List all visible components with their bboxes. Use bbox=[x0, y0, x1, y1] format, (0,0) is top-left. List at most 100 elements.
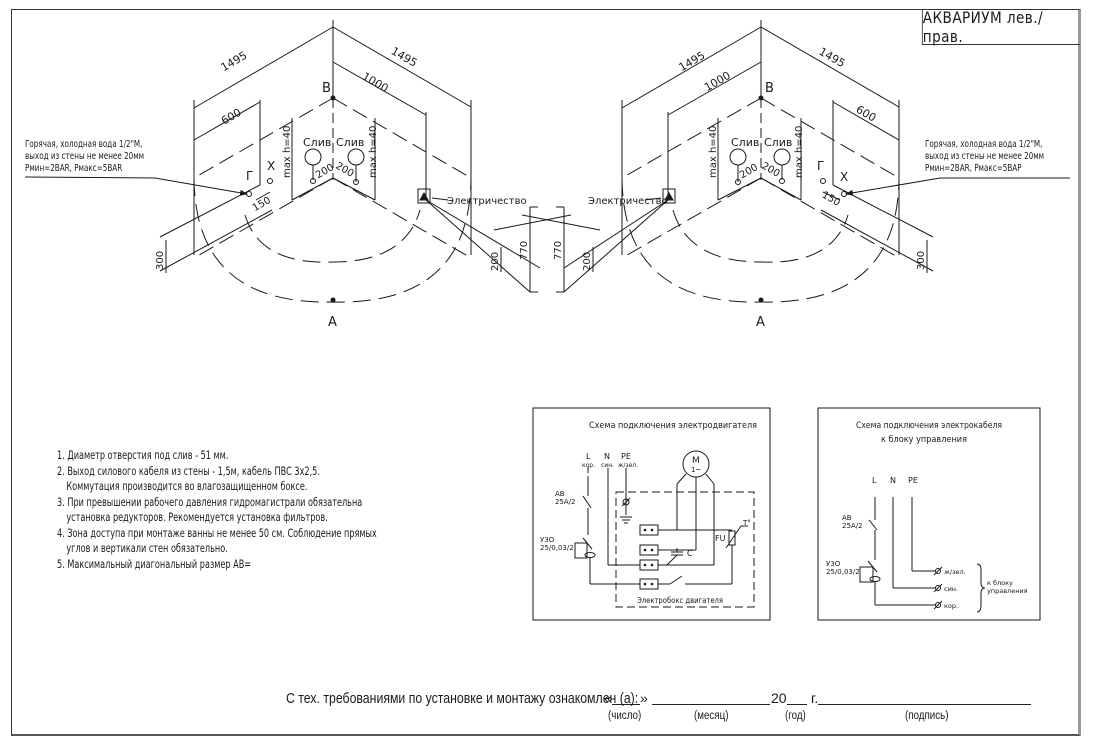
r-dim-wall-b: 1495 bbox=[817, 45, 848, 70]
caption-day: (число) bbox=[608, 710, 642, 722]
wire-pe: ж/зел. bbox=[944, 568, 966, 576]
elec-height: 200 bbox=[490, 252, 501, 271]
cable-PE: PE bbox=[908, 476, 918, 485]
right-iso-view bbox=[521, 20, 1070, 303]
wire-l: кор. bbox=[944, 602, 958, 610]
notes-list: 1. Диаметр отверстия под слив - 51 мм. 2… bbox=[57, 448, 377, 572]
left-iso-view bbox=[24, 20, 572, 303]
r-dim-inner: 1000 bbox=[702, 69, 733, 94]
year-suffix: г. bbox=[811, 690, 819, 706]
note-4: 4. Зона доступа при монтаже ванны не мен… bbox=[57, 526, 377, 540]
day-line[interactable] bbox=[612, 704, 640, 705]
month-line[interactable] bbox=[652, 704, 770, 705]
motor-breaker-rating: 25А/2 bbox=[555, 498, 576, 506]
cable-scheme-title-1: Схема подключения электрокабеля bbox=[856, 421, 1002, 431]
r-elec-total: 770 bbox=[553, 241, 564, 260]
motor-scheme-title: Схема подключения электродвигателя bbox=[589, 421, 757, 431]
year-line[interactable] bbox=[787, 704, 807, 705]
cable-rcd-rating: 25/0,03/2 bbox=[826, 568, 860, 576]
r-elec-height: 200 bbox=[582, 252, 593, 271]
r-drain-h-left: max h=40 bbox=[708, 126, 719, 178]
left-water-note-line-2: выход из стены не менее 20мм bbox=[25, 151, 145, 162]
cable-target-2: управления bbox=[987, 587, 1028, 595]
dim-wall-a: 1495 bbox=[219, 49, 250, 74]
quote-open: « bbox=[604, 690, 612, 706]
motor-breaker: АВ bbox=[555, 490, 565, 498]
cold-label: Х bbox=[267, 159, 275, 173]
motor-box-label: Электробокс двигателя bbox=[637, 596, 723, 605]
cable-scheme bbox=[817, 407, 1041, 621]
left-water-note-line-3: Pмин=2BAR, Pмакс=5BAR bbox=[25, 163, 123, 174]
cable-N: N bbox=[890, 476, 896, 485]
right-water-note-line-3: Pмин=2BAR, Pмакс=5BAP bbox=[925, 163, 1022, 174]
r-drain-right-label: Слив bbox=[764, 136, 792, 149]
right-water-note: Горячая, холодная вода 1/2"М, выход из с… bbox=[925, 139, 1044, 175]
left-iso-labels: 1495 1495 1000 600 B A Слив Слив max h=4… bbox=[155, 44, 530, 330]
motor-scheme bbox=[532, 407, 771, 621]
right-water-note-line-2: выход из стены не менее 20мм bbox=[925, 151, 1045, 162]
quote-close: » bbox=[640, 690, 648, 706]
r-corner-b-label: B bbox=[765, 81, 774, 96]
motor-N-color: син. bbox=[601, 462, 614, 469]
cable-L: L bbox=[872, 476, 877, 485]
thermo-label: T° bbox=[742, 519, 751, 527]
elec-total: 770 bbox=[519, 241, 530, 260]
left-water-note: Горячая, холодная вода 1/2"М, выход из с… bbox=[25, 139, 144, 175]
right-iso-labels: 1495 1495 1000 600 B A Слив Слив max h=4… bbox=[553, 45, 927, 330]
dim-offset: 600 bbox=[219, 106, 244, 128]
drawing-frame bbox=[11, 9, 1081, 736]
cable-target-1: к блоку bbox=[987, 579, 1013, 587]
caption-year: (год) bbox=[785, 710, 806, 722]
motor-symbol: M bbox=[692, 456, 700, 466]
drain-left-label: Слив bbox=[303, 136, 331, 149]
r-pipe-height: 300 bbox=[916, 251, 927, 270]
electricity-label: Электричество bbox=[447, 196, 527, 207]
motor-terminal-dots bbox=[643, 528, 654, 586]
motor-rcd: УЗО bbox=[540, 536, 555, 544]
right-water-note-line-1: Горячая, холодная вода 1/2"М, bbox=[925, 139, 1043, 150]
drawing-title: АКВАРИУМ лев./прав. bbox=[922, 7, 1043, 46]
r-drain-h-right: max h=40 bbox=[794, 126, 805, 178]
note-3-cont: установка редукторов. Рекомендуется уста… bbox=[66, 511, 328, 524]
note-3: 3. При превышении рабочего давления гидр… bbox=[57, 495, 363, 509]
left-water-note-line-1: Горячая, холодная вода 1/2"М, bbox=[25, 139, 143, 150]
cable-scheme-title-2: к блоку управления bbox=[881, 435, 967, 445]
note-1: 1. Диаметр отверстия под слив - 51 мм. bbox=[57, 449, 229, 462]
cable-scheme-labels: Схема подключения электрокабеля к блоку … bbox=[826, 421, 1028, 610]
r-cold-label: Х bbox=[840, 170, 848, 184]
pipe-height: 300 bbox=[155, 251, 166, 270]
year-prefix: 20 bbox=[771, 690, 787, 706]
title-box: АКВАРИУМ лев./прав. bbox=[921, 7, 1080, 46]
note-5: 5. Максимальный диагональный размер АВ= bbox=[57, 557, 252, 571]
r-dim-wall-a: 1495 bbox=[677, 49, 708, 74]
cable-breaker: АВ bbox=[842, 514, 852, 522]
capacitor-label: C bbox=[687, 549, 693, 558]
dim-inner: 1000 bbox=[360, 70, 391, 95]
signature-line[interactable] bbox=[818, 704, 1031, 705]
caption-month: (месяц) bbox=[694, 710, 729, 722]
drain-h-left: max h=40 bbox=[282, 126, 293, 178]
motor-L: L bbox=[586, 452, 591, 461]
motor-phase: 1~ bbox=[691, 466, 701, 474]
motor-L-color: кор. bbox=[582, 462, 595, 469]
r-pipe-gap: 150 bbox=[820, 190, 842, 209]
drain-h-right: max h=40 bbox=[368, 126, 379, 178]
motor-scheme-labels: Схема подключения электродвигателя L кор… bbox=[540, 421, 757, 605]
r-drain-left-label: Слив bbox=[731, 136, 759, 149]
note-2: 2. Выход силового кабеля из стены - 1,5м… bbox=[57, 464, 320, 478]
note-4-cont: углов и вертикали стен обязательно. bbox=[66, 542, 228, 555]
r-electricity-label: Электричество bbox=[588, 196, 668, 207]
cable-rcd: УЗО bbox=[826, 560, 841, 568]
corner-a-label: A bbox=[328, 315, 337, 330]
r-corner-a-label: A bbox=[756, 315, 765, 330]
cable-breaker-rating: 25А/2 bbox=[842, 522, 863, 530]
motor-rcd-rating: 25/0,03/2 bbox=[540, 544, 574, 552]
caption-signature: (подпись) bbox=[905, 710, 949, 722]
note-2-cont: Коммутация производится во влагозащищенн… bbox=[66, 480, 308, 493]
corner-b-label: B bbox=[322, 81, 331, 96]
signature-statement: С тех. требованиями по установке и монта… bbox=[286, 690, 639, 707]
wire-n: син. bbox=[944, 585, 958, 593]
fuse-label: FU bbox=[715, 534, 726, 543]
dim-wall-b: 1495 bbox=[389, 44, 420, 69]
